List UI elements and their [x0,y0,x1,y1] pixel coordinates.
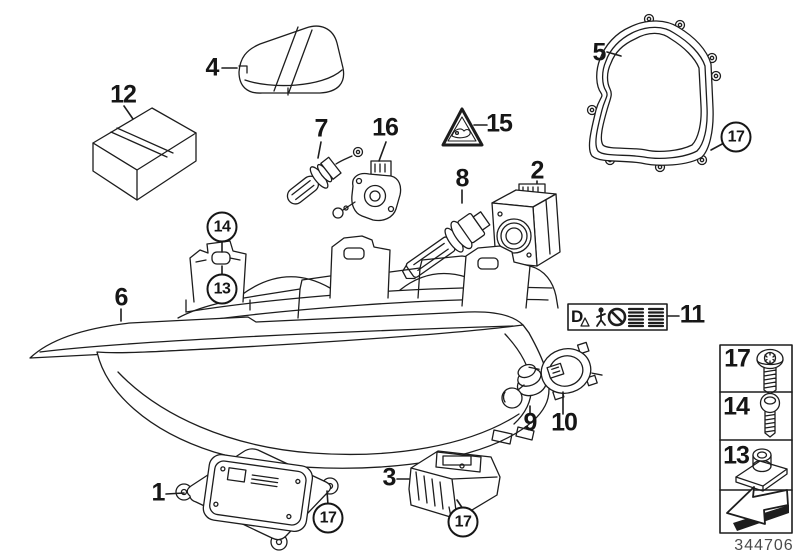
high-voltage-symbol [451,128,471,139]
hatch-block [627,307,645,328]
callout-part5[interactable]: 5 [592,38,607,67]
part-2-xenon-bulb-igniter [464,183,561,291]
callout-part14-circled[interactable]: 14 [206,211,238,243]
legend-screw-icon [759,392,781,438]
callout-part12[interactable]: 12 [110,80,137,109]
callout-part8[interactable]: 8 [455,164,470,193]
headlight-housing-rear [177,235,559,323]
callout-screw17-gasket[interactable]: 17 [720,121,752,153]
callout-part6[interactable]: 6 [114,283,129,312]
callout-part7[interactable]: 7 [314,114,329,143]
callout-part4[interactable]: 4 [205,53,220,82]
callout-part13-circled[interactable]: 13 [206,273,238,305]
part-12-bulb-box [92,107,197,201]
leader-lines [120,51,725,510]
prohibition-icon [607,307,627,327]
legend-row-13-label: 13 [723,441,750,470]
callout-screw17-ballast[interactable]: 17 [312,502,344,534]
callout-screw17-module[interactable]: 17 [447,506,479,538]
person-icon [596,307,606,327]
part-15-warning-label [441,107,484,147]
callout-part2[interactable]: 2 [530,156,545,185]
label-plate-letter: D [571,307,584,326]
callout-part1[interactable]: 1 [151,478,166,507]
legend-row-14-label: 14 [723,392,750,421]
part-7-halogen-bulb [286,146,364,205]
callout-part11[interactable]: 11 [679,300,705,329]
direction-arrow-icon [726,486,789,531]
part-11-warning-label-plate [567,303,668,331]
callout-part16[interactable]: 16 [372,113,399,142]
part-10-bulb-socket-cover [528,341,603,401]
part-8-halogen-bulb [402,211,491,280]
hatch-block [647,307,665,328]
diagram-number: 344706 [734,537,794,554]
part-4-rubber-cover [238,25,345,96]
part-16-adjuster-motor [332,160,402,222]
callout-part9[interactable]: 9 [523,408,538,437]
callout-part3[interactable]: 3 [382,463,397,492]
part-6-headlight-lens [29,311,550,476]
part-1-control-unit-ballast [175,448,339,551]
triangle-icon [580,317,590,327]
legend-torx-screw-icon [756,348,784,395]
legend-clip-nut-icon [735,448,788,492]
callout-part10[interactable]: 10 [551,408,578,437]
callout-part15[interactable]: 15 [486,109,513,138]
legend-row-17-label: 17 [724,344,751,373]
part-5-gasket-seal [586,13,722,173]
legend-table [719,344,793,534]
